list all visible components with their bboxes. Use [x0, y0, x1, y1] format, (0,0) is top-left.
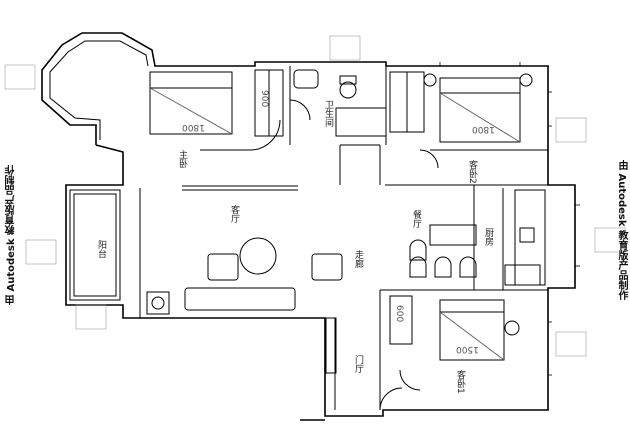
outer-walls — [41, 32, 576, 417]
label-living-room: 客厅 — [229, 205, 239, 223]
label-master-bedroom: 主卧 — [177, 150, 187, 168]
dim-master-bed: 1800 — [182, 122, 205, 132]
dim-guest-bed-2: 1800 — [472, 124, 495, 134]
label-balcony: 阳台 — [96, 240, 106, 258]
legend-boxes — [4, 35, 626, 357]
window-ticks — [439, 62, 580, 376]
inner-lines — [49, 40, 548, 421]
label-kitchen: 厨房 — [483, 228, 493, 246]
watermark-left: 由 Autodesk 教育版产品制作 — [6, 165, 17, 306]
watermark-right: 由 Autodesk 教育版产品制作 — [616, 160, 627, 301]
dim-guest-bed-1: 1500 — [456, 344, 479, 354]
label-bathroom: 卫生间 — [323, 100, 333, 127]
dim-wardrobe-guest-1: 600 — [394, 305, 404, 323]
label-guest-bedroom-2: 客卧2 — [467, 160, 477, 184]
label-corridor: 走廊 — [353, 250, 363, 268]
label-entrance: 门厅 — [353, 355, 363, 373]
dim-wardrobe-master: 900 — [259, 90, 269, 108]
label-guest-bedroom-1: 客卧1 — [455, 370, 465, 394]
label-dining-room: 餐厅 — [411, 210, 421, 228]
